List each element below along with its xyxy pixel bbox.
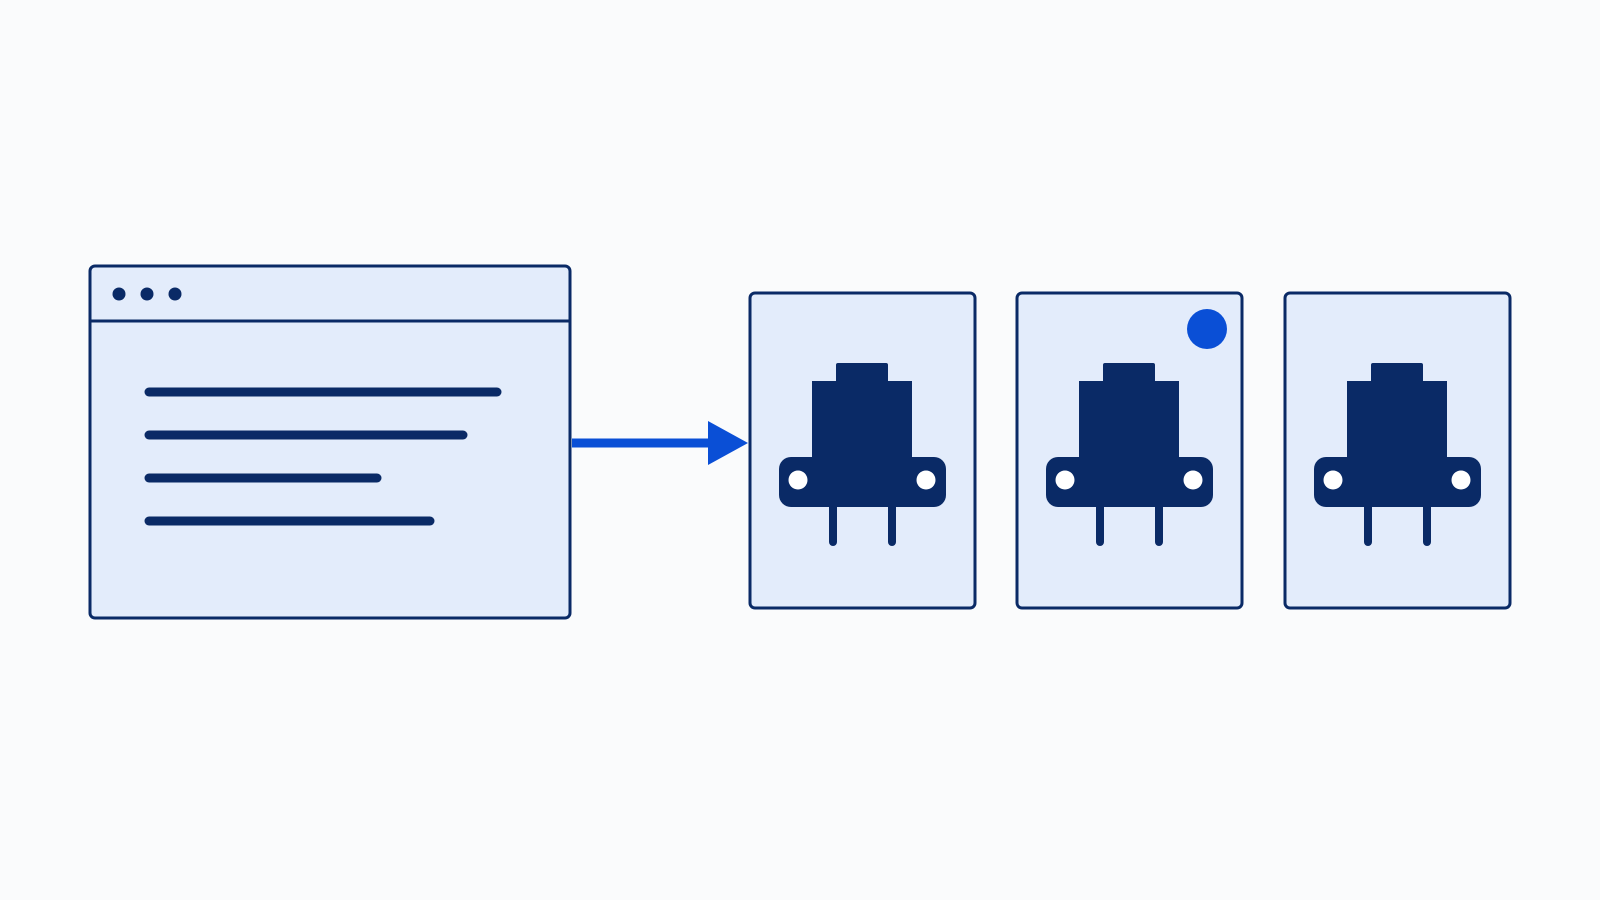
connector-icon bbox=[779, 363, 946, 546]
target-card-1 bbox=[748, 291, 977, 610]
right-arrow-icon bbox=[572, 421, 748, 465]
window-dot-3 bbox=[168, 287, 182, 301]
window-frame bbox=[88, 264, 572, 620]
source-window bbox=[88, 264, 572, 620]
target-card-2 bbox=[1015, 291, 1244, 610]
window-dot-1 bbox=[112, 287, 126, 301]
window-dot-2 bbox=[140, 287, 154, 301]
connector-icon bbox=[1314, 363, 1481, 546]
connector-icon bbox=[1046, 363, 1213, 546]
arrow-head bbox=[708, 421, 748, 465]
target-card-3 bbox=[1283, 291, 1512, 610]
status-dot bbox=[1187, 309, 1227, 349]
